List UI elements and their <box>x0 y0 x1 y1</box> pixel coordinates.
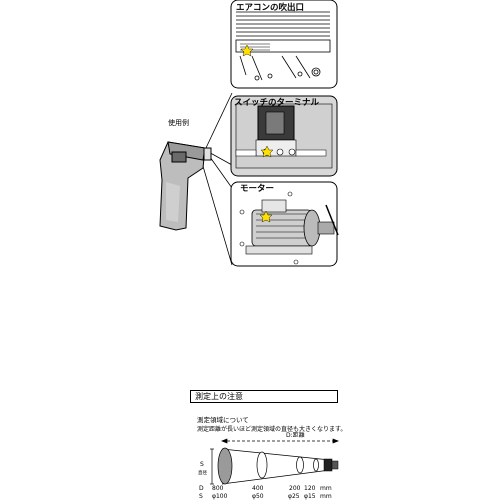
note-title-box <box>190 390 338 403</box>
note-description: 測定距離が長いほど測定領域の直径も大きくなります。 <box>197 426 347 433</box>
diameter-unit: mm <box>320 493 332 500</box>
measurement-spot-icon <box>259 210 273 223</box>
distance-value-400: 400 <box>252 485 264 492</box>
aircon-panel <box>230 0 338 89</box>
diameter-value-25: φ25 <box>288 493 300 500</box>
distance-label: D:距離 <box>286 431 305 439</box>
aircon-panel-title: エアコンの吹出口 <box>236 2 304 13</box>
motor-panel <box>230 181 339 267</box>
distance-value-200: 200 <box>289 485 301 492</box>
switch-panel-title: スイッチのターミナル <box>234 97 320 108</box>
usage-example-label: 使用例 <box>168 119 189 127</box>
spot-ellipse-120 <box>313 458 319 472</box>
row-key-s: S <box>199 493 203 500</box>
distance-value-800: 800 <box>212 485 224 492</box>
arrowhead-left <box>221 438 228 444</box>
measurement-spot-icon <box>240 44 254 57</box>
diameter-value-100: φ100 <box>212 493 228 500</box>
spot-ellipse-200 <box>296 456 304 474</box>
cone-upper-edge <box>221 448 331 461</box>
distance-value-120: 120 <box>304 485 316 492</box>
spot-ellipse-800 <box>217 447 233 485</box>
note-subheading: 測定領域について <box>197 416 249 424</box>
spot-ellipse-400 <box>256 451 268 479</box>
measurement-spot-icon <box>260 145 274 158</box>
diameter-label: S <box>200 461 204 468</box>
cone-lower-edge <box>221 469 331 485</box>
diameter-value-15: φ15 <box>304 493 316 500</box>
thermometer-device <box>159 141 212 231</box>
sensor-head <box>323 458 333 472</box>
diameter-sub-label: 直径 <box>198 469 207 476</box>
motor-panel-title: モーター <box>240 183 274 194</box>
switch-panel <box>230 95 338 177</box>
row-key-d: D <box>199 485 204 492</box>
diameter-value-50: φ50 <box>252 493 264 500</box>
distance-unit: mm <box>320 485 332 492</box>
note-title: 測定上の注意 <box>195 392 243 401</box>
arrowhead-right <box>332 438 339 444</box>
